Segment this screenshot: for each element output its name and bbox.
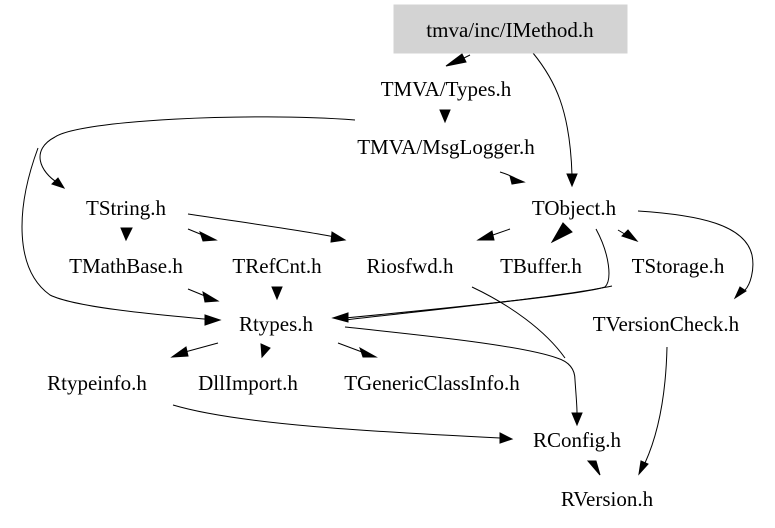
arrowhead-types-tstring <box>51 177 66 189</box>
node-types[interactable]: TMVA/Types.h <box>381 77 512 101</box>
root-node-box <box>393 4 628 54</box>
node-imethod[interactable]: tmva/inc/IMethod.h <box>426 18 594 42</box>
edge-rtypes-tgenericclassinfo <box>337 342 363 353</box>
edges <box>21 52 754 476</box>
edge-tobject-tversioncheck <box>637 210 754 291</box>
edge-tobject-rtypes <box>344 228 610 319</box>
node-tstorage[interactable]: TStorage.h <box>632 254 725 278</box>
node-tmathbase[interactable]: TMathBase.h <box>69 254 183 278</box>
arrowhead-tobject-rtypes <box>331 312 349 323</box>
nodes: tmva/inc/IMethod.h TMVA/Types.h TMVA/Msg… <box>47 4 740 511</box>
arrowhead-rtypes-rconfig <box>571 412 583 427</box>
arrowhead-imethod-tobject <box>566 173 578 188</box>
arrowhead-tstring-tmathbase <box>120 227 133 242</box>
arrowhead-rtypes-dllimport <box>260 343 271 359</box>
node-riosfwd[interactable]: Riosfwd.h <box>367 254 454 278</box>
node-rtypes[interactable]: Rtypes.h <box>239 312 314 336</box>
node-tversioncheck[interactable]: TVersionCheck.h <box>593 312 740 336</box>
node-rconfig[interactable]: RConfig.h <box>533 428 622 452</box>
node-tbuffer[interactable]: TBuffer.h <box>500 254 582 278</box>
arrowhead-rtypeinfo-rconfig <box>499 432 514 444</box>
arrowhead-tobject-tstorage <box>621 229 639 243</box>
arrowhead-types-msglogger <box>439 109 451 124</box>
arrowhead-tobject-riosfwd <box>476 230 495 241</box>
edge-rtypes-rtypeinfo <box>184 342 219 353</box>
arrowhead-rconfig-rversion <box>586 460 601 476</box>
edge-tmathbase-rtypes <box>187 288 206 297</box>
arrowhead-tobject-tbuffer <box>550 222 573 244</box>
node-tobject[interactable]: TObject.h <box>532 196 617 220</box>
edge-imethod-tobject <box>532 52 573 176</box>
edge-tstring-riosfwd <box>187 213 336 238</box>
arrowhead-rtypes-tgenericclassinfo <box>359 346 378 358</box>
arrowhead-tstring-trefcnt <box>199 231 218 242</box>
edge-types-rtypes <box>21 147 214 321</box>
node-tgenericclassinfo[interactable]: TGenericClassInfo.h <box>344 371 520 395</box>
edge-tstorage-rtypes <box>344 285 613 321</box>
arrowhead-trefcnt-rtypes <box>271 286 283 301</box>
edge-rtypeinfo-rconfig <box>172 404 501 439</box>
node-dllimport[interactable]: DllImport.h <box>198 371 298 395</box>
arrowhead-tstring-riosfwd <box>330 231 347 243</box>
node-rtypeinfo[interactable]: Rtypeinfo.h <box>47 371 147 395</box>
arrowhead-rtypes-rtypeinfo <box>170 346 189 358</box>
arrowhead-tversioncheck-rversion <box>638 460 649 476</box>
node-rversion[interactable]: RVersion.h <box>561 487 654 511</box>
edge-riosfwd-rconfig <box>471 286 566 359</box>
edge-types-tstring <box>39 116 356 184</box>
arrowhead-msglogger-tobject <box>509 175 526 185</box>
node-tstring[interactable]: TString.h <box>86 196 166 220</box>
arrowhead-tmathbase-rtypes <box>202 290 220 303</box>
node-msglogger[interactable]: TMVA/MsgLogger.h <box>357 135 535 159</box>
edge-tversioncheck-rversion <box>644 346 668 464</box>
arrowhead-tobject-tversioncheck <box>733 286 747 300</box>
arrowhead-types-rtypes <box>204 314 222 326</box>
node-trefcnt[interactable]: TRefCnt.h <box>232 254 322 278</box>
edge-rtypes-rconfig <box>344 326 578 414</box>
arrowhead-imethod-types <box>445 53 467 67</box>
